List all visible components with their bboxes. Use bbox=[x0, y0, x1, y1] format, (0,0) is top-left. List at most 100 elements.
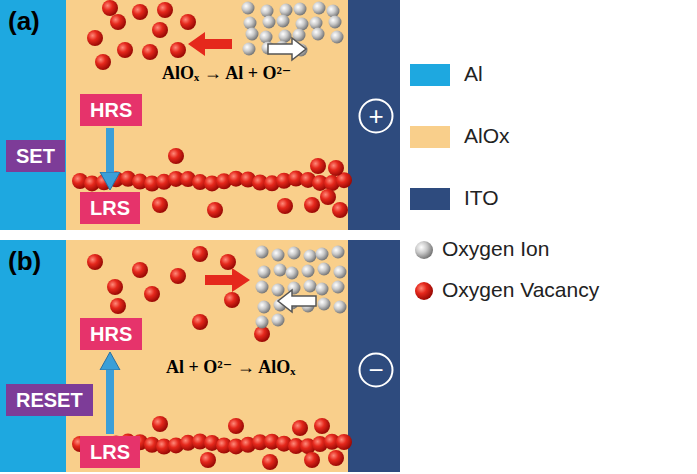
oxygen-ion bbox=[243, 43, 256, 56]
oxygen-ion bbox=[316, 283, 329, 296]
oxygen-vacancy bbox=[314, 418, 330, 434]
oxygen-vacancy bbox=[332, 202, 348, 218]
polarity-symbol: + bbox=[358, 98, 394, 134]
state-label: HRS bbox=[90, 322, 132, 346]
legend-swatch bbox=[410, 64, 450, 86]
oxygen-ion bbox=[332, 246, 345, 259]
polarity-sign: − bbox=[368, 357, 383, 383]
oxygen-ion bbox=[334, 301, 347, 314]
state-box: HRS bbox=[80, 318, 142, 350]
particles bbox=[72, 0, 352, 470]
oxygen-vacancy bbox=[142, 44, 158, 60]
legend-swatch bbox=[410, 126, 450, 148]
drift-arrow bbox=[188, 32, 232, 56]
oxygen-ion bbox=[280, 4, 293, 17]
reaction-equation: Al + O²⁻ → AlOₓ bbox=[166, 356, 295, 378]
oxygen-ion bbox=[272, 249, 285, 262]
oxygen-vacancy bbox=[328, 160, 344, 176]
oxygen-vacancy bbox=[170, 42, 186, 58]
oxygen-ion bbox=[334, 266, 347, 279]
oxygen-vacancy bbox=[328, 450, 344, 466]
alox-layer bbox=[66, 0, 348, 230]
oxygen-ion bbox=[286, 267, 299, 280]
legend-text: Al bbox=[464, 62, 483, 86]
legend-text: AlOx bbox=[464, 124, 510, 148]
oxygen-vacancy bbox=[117, 42, 133, 58]
oxygen-vacancy bbox=[262, 454, 278, 470]
state-label: LRS bbox=[90, 440, 130, 464]
oxygen-ion bbox=[327, 5, 340, 18]
oxygen-vacancy bbox=[132, 4, 148, 20]
oxygen-ion bbox=[294, 3, 307, 16]
oxygen-vacancy bbox=[192, 314, 208, 330]
oxygen-ion bbox=[244, 17, 257, 30]
state-label: LRS bbox=[90, 196, 130, 220]
oxygen-ion bbox=[331, 31, 344, 44]
oxygen-vacancy bbox=[192, 246, 208, 262]
operation-box: SET bbox=[6, 140, 65, 172]
oxygen-ion bbox=[272, 314, 285, 327]
oxygen-vacancy bbox=[87, 254, 103, 270]
oxygen-ion bbox=[256, 281, 269, 294]
oxygen-ion bbox=[318, 298, 331, 311]
state-label: RESET bbox=[16, 388, 83, 412]
ion-arrow bbox=[268, 38, 306, 60]
oxygen-vacancy bbox=[170, 268, 186, 284]
oxygen-ion bbox=[246, 28, 259, 41]
state-box: LRS bbox=[80, 192, 140, 224]
oxygen-vacancy bbox=[102, 0, 118, 16]
oxygen-vacancy bbox=[336, 434, 352, 450]
oxygen-ion bbox=[242, 2, 255, 15]
oxygen-vacancy bbox=[107, 279, 123, 295]
oxygen-vacancy bbox=[180, 14, 196, 30]
oxygen-vacancy bbox=[304, 197, 320, 213]
oxygen-vacancy bbox=[228, 418, 244, 434]
legend-text: ITO bbox=[464, 186, 499, 210]
oxygen-vacancy bbox=[95, 54, 111, 70]
alox-layer bbox=[66, 240, 348, 472]
transition-arrow bbox=[106, 128, 114, 172]
state-box: LRS bbox=[80, 436, 140, 468]
oxygen-ion bbox=[277, 15, 290, 28]
oxygen-ion bbox=[329, 16, 342, 29]
state-label: HRS bbox=[90, 98, 132, 122]
oxygen-vacancy bbox=[207, 202, 223, 218]
oxygen-ion bbox=[263, 16, 276, 29]
state-box: HRS bbox=[80, 94, 142, 126]
polarity-sign: + bbox=[368, 103, 383, 129]
oxygen-ion bbox=[279, 30, 292, 43]
oxygen-ion bbox=[304, 250, 317, 263]
oxygen-vacancy bbox=[87, 30, 103, 46]
oxygen-ion bbox=[318, 263, 331, 276]
oxygen-vacancy bbox=[310, 158, 326, 174]
oxygen-vacancy bbox=[224, 292, 240, 308]
legend-text: Oxygen Ion bbox=[442, 237, 549, 261]
oxygen-vacancy bbox=[157, 2, 173, 18]
circle-outline bbox=[360, 100, 393, 133]
polarity-symbol: − bbox=[358, 352, 394, 388]
oxygen-ion bbox=[312, 28, 325, 41]
oxygen-vacancy bbox=[168, 148, 184, 164]
ion-arrow bbox=[278, 290, 316, 312]
oxygen-ion bbox=[256, 316, 269, 329]
oxygen-vacancy bbox=[292, 420, 308, 436]
ito-electrode bbox=[348, 0, 400, 230]
legend-swatch bbox=[410, 188, 450, 210]
oxygen-ion bbox=[332, 281, 345, 294]
oxygen-ion bbox=[261, 5, 274, 18]
oxygen-ion bbox=[256, 246, 269, 259]
oxygen-vacancy bbox=[277, 198, 293, 214]
reaction-equation: AlOₓ → Al + O²⁻ bbox=[162, 62, 291, 84]
oxygen-ion bbox=[316, 248, 329, 261]
circle-outline bbox=[360, 354, 393, 387]
oxygen-vacancy bbox=[220, 254, 236, 270]
oxygen-vacancy bbox=[132, 262, 148, 278]
oxygen-ion bbox=[310, 17, 323, 30]
oxygen-vacancy bbox=[110, 298, 126, 314]
oxygen-ion bbox=[260, 31, 273, 44]
oxygen-vacancy bbox=[200, 452, 216, 468]
al-electrode bbox=[0, 0, 66, 230]
